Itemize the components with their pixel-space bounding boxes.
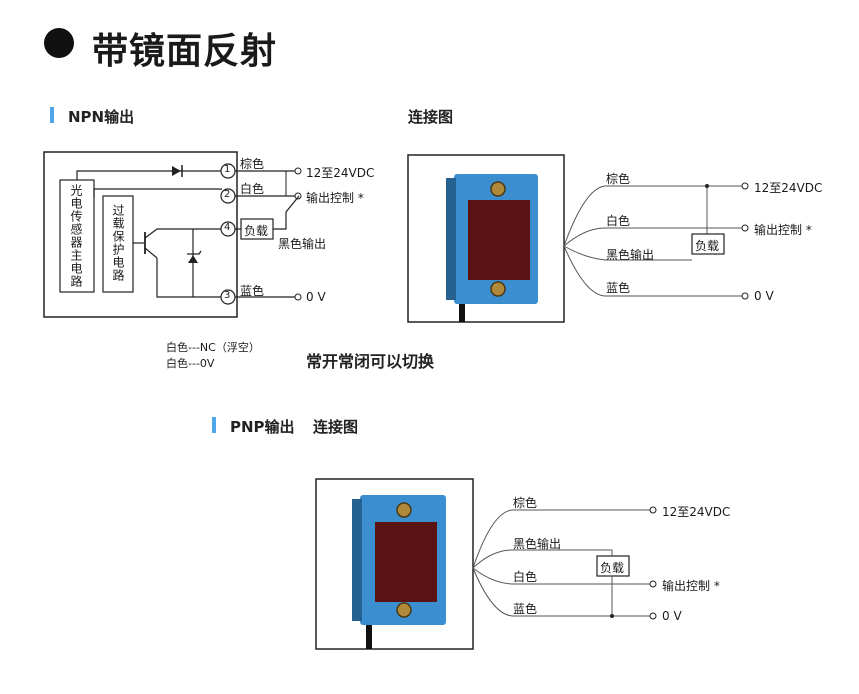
pnp-screw-bottom-icon: [396, 602, 412, 618]
zener-diode-symbol: [188, 255, 198, 263]
npn-sensor-lens: [468, 200, 530, 280]
wire-brown-label: 棕色: [240, 157, 265, 171]
npn-wiring-heading: 连接图: [408, 108, 454, 126]
note-line-2: 白色---0V: [166, 357, 215, 370]
pnp-load-label: 负载: [600, 561, 625, 575]
pnp-supply-label: 12至24VDC: [662, 505, 731, 519]
npn-screw-top-icon: [490, 181, 506, 197]
title-bullet-icon: [44, 28, 74, 58]
supply-label: 12至24VDC: [306, 166, 375, 180]
npn-supply-label: 12至24VDC: [754, 181, 823, 195]
npn-load-label: 负载: [695, 239, 720, 253]
pnp-load-box: [596, 555, 630, 577]
npn-brown-label: 棕色: [606, 172, 631, 186]
pin-1-label: 1: [224, 164, 231, 175]
npn-white-label: 白色: [606, 214, 631, 228]
note-line-1: 白色---NC（浮空）: [166, 341, 260, 354]
npn-heading: NPN输出: [68, 108, 135, 126]
pin-2-label: 2: [224, 189, 231, 200]
pnp-output-control-label: 输出控制 *: [662, 579, 720, 593]
black-output-label: 黑色输出: [278, 237, 327, 251]
pin-3-label: 3: [224, 290, 231, 301]
diode-symbol: [172, 166, 181, 176]
pnp-brown-label: 棕色: [513, 496, 538, 510]
switch-note: 常开常闭可以切换: [306, 352, 435, 371]
main-circuit-label: 光电传感器主电路: [69, 184, 83, 288]
load-label: 负载: [244, 224, 269, 238]
npn-output-control-label: 输出控制 *: [754, 223, 812, 237]
pnp-heading-2: 连接图: [313, 418, 359, 436]
npn-blue-label: 蓝色: [606, 281, 631, 295]
pnp-sensor-lens: [375, 522, 437, 602]
npn-load-box: [691, 233, 725, 255]
zero-v-label: 0 V: [306, 290, 326, 304]
pnp-zero-v-label: 0 V: [662, 609, 682, 623]
npn-black-output-label: 黑色输出: [606, 248, 655, 262]
circuit-outer-box: [43, 151, 238, 318]
pnp-accent-bar: [212, 417, 216, 433]
pnp-blue-label: 蓝色: [513, 602, 538, 616]
pnp-black-output-label: 黑色输出: [513, 537, 562, 551]
protect-circuit-label: 过载保护电路: [111, 204, 125, 282]
pnp-screw-top-icon: [396, 502, 412, 518]
wire-white-label: 白色: [240, 182, 265, 196]
pnp-heading: PNP输出: [230, 418, 295, 436]
wire-blue-label: 蓝色: [240, 284, 265, 298]
npn-zero-v-label: 0 V: [754, 289, 774, 303]
section-accent-bar: [50, 107, 54, 123]
output-control-label: 输出控制 *: [306, 191, 364, 205]
pnp-white-label: 白色: [513, 570, 538, 584]
npn-screw-bottom-icon: [490, 281, 506, 297]
pin-4-label: 4: [224, 222, 231, 233]
protect-circuit-box: [102, 195, 134, 293]
page-title: 带镜面反射: [92, 31, 278, 72]
